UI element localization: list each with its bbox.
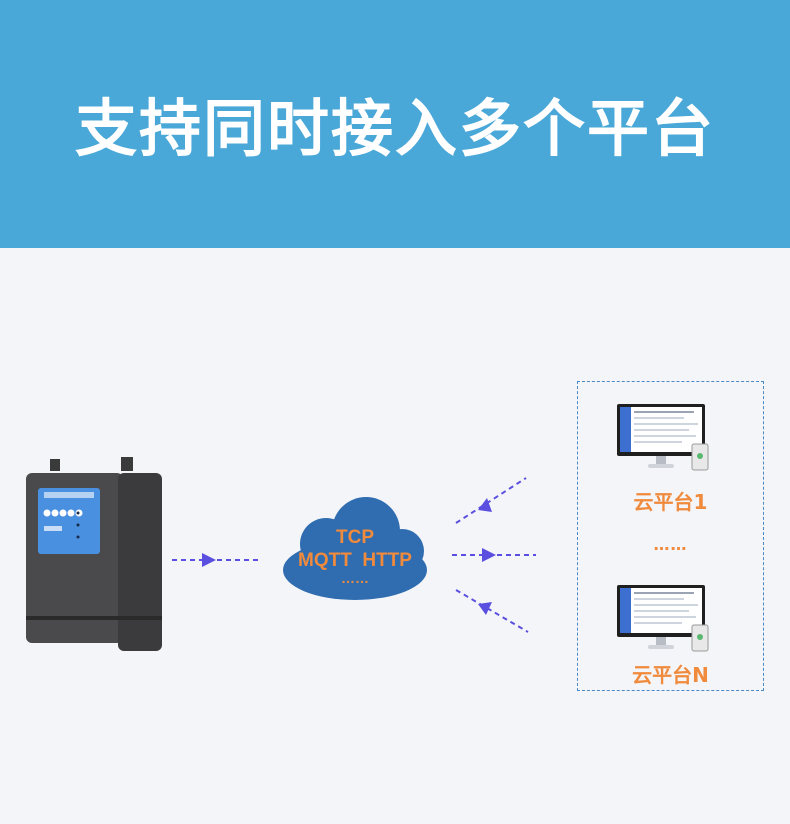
platform-1-monitor-icon <box>617 404 709 471</box>
arrow-to-platform-bottom <box>455 589 529 633</box>
diagram-canvas <box>26 404 709 652</box>
cloud-label-mqtt-http: MQTT HTTP <box>298 550 412 571</box>
protocol-cloud-icon <box>283 497 427 600</box>
platform-ellipsis: …… <box>653 535 688 554</box>
cloud-label-ellipsis: …… <box>341 570 369 586</box>
arrow-to-platform-middle <box>452 548 536 562</box>
cloud-label-tcp: TCP <box>336 527 374 548</box>
platform-1-label: 云平台1 <box>633 490 708 514</box>
arrow-to-platform-top <box>455 477 527 524</box>
platform-n-label: 云平台N <box>632 663 709 687</box>
header-banner: 支持同时接入多个平台 <box>0 0 790 248</box>
arrow-device-to-cloud <box>172 553 260 567</box>
platform-n-monitor-icon <box>617 585 709 652</box>
page-title: 支持同时接入多个平台 <box>74 92 715 165</box>
gateway-device-icon <box>26 457 162 651</box>
platform-group-box <box>577 381 764 691</box>
